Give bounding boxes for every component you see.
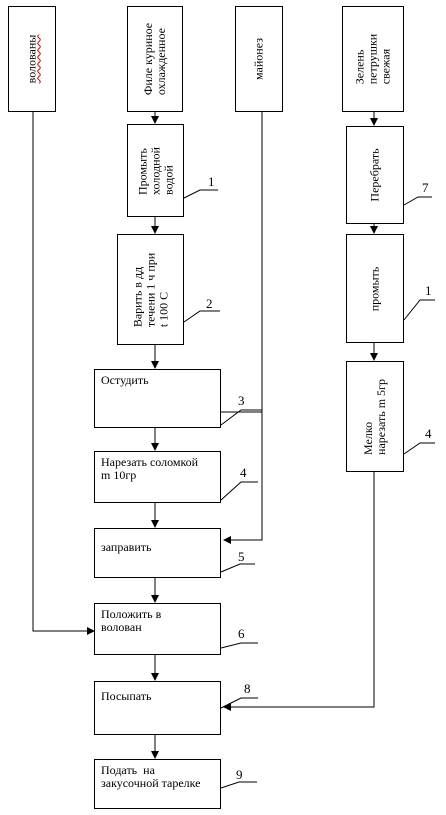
step-number-rinse-cold: 1 — [208, 174, 215, 189]
step-number-rinse-parsley: 1 — [425, 283, 432, 298]
leader-serve — [220, 781, 257, 789]
leader-rinse-parsley — [403, 299, 435, 321]
step-sort: Перебрать — [346, 126, 404, 224]
sprinkle-label: Посыпать — [101, 689, 152, 703]
arrow-chop-to-sprinkle — [223, 472, 375, 711]
parsley-label: Зелень петрушки свежая — [352, 33, 393, 85]
arrow-mayonnaise-to-dress — [223, 112, 263, 544]
sort-label: Перебрать — [367, 148, 382, 202]
step-number-sort: 7 — [422, 180, 429, 195]
vol-au-vent-label: волованы — [24, 34, 39, 84]
leader-chop — [403, 442, 435, 455]
leader-cut — [220, 481, 258, 501]
input-vol-au-vent: волованы — [8, 6, 56, 112]
leader-dress — [220, 563, 255, 573]
dress-label: заправить — [101, 540, 152, 554]
input-chicken-fillet: Филе куриное охлажденное — [127, 6, 183, 112]
step-number-cool: 3 — [238, 393, 245, 408]
step-number-chop: 4 — [425, 426, 432, 441]
place-in-vol-au-vent-label: Положить в волован — [101, 607, 162, 634]
step-rinse-cold-water: Промыть холодной водой — [127, 124, 184, 217]
step-boil: Варить в дд течени 1 ч при t 100 С — [117, 234, 184, 345]
step-number-place: 6 — [238, 626, 245, 641]
rinse-parsley-label: промыть — [367, 266, 382, 311]
step-chop-fine: Мелко нарезать m 5гр — [346, 361, 404, 472]
step-cut-julienne: Нарезать соломкой m 10гр — [94, 451, 221, 503]
arrow-volauvent-to-place — [32, 112, 95, 635]
leader-sprinkle — [220, 697, 258, 709]
step-place-in-vol-au-vent: Положить в волован — [94, 603, 221, 655]
step-number-serve: 9 — [236, 767, 243, 782]
leader-cool — [220, 409, 262, 426]
boil-label: Варить в дд течени 1 ч при t 100 С — [130, 252, 170, 327]
rinse-cold-water-label: Промыть холодной водой — [135, 146, 175, 195]
step-serve: Подать на закусочной тарелке — [94, 759, 221, 809]
chicken-fillet-label: Филе куриное охлажденное — [141, 22, 168, 96]
leader-place — [220, 642, 258, 649]
leader-sort — [403, 196, 432, 206]
input-parsley: Зелень петрушки свежая — [342, 6, 404, 112]
step-number-boil: 2 — [206, 296, 213, 311]
step-sprinkle: Посыпать — [94, 681, 221, 735]
step-cool: Остудить — [94, 369, 221, 428]
serve-label: Подать на закусочной тарелке — [101, 763, 201, 790]
input-mayonnaise: майонез — [235, 6, 283, 112]
leader-boil — [183, 310, 220, 323]
step-number-dress: 5 — [238, 549, 245, 564]
mayonnaise-label: майонез — [251, 38, 266, 80]
step-number-sprinkle: 8 — [244, 681, 251, 696]
step-number-cut: 4 — [240, 465, 247, 480]
chop-fine-label: Мелко нарезать m 5гр — [361, 378, 388, 455]
step-rinse-parsley: промыть — [346, 234, 404, 343]
step-dress: заправить — [94, 528, 221, 578]
cut-julienne-label: Нарезать соломкой m 10гр — [101, 455, 199, 482]
cool-label: Остудить — [101, 373, 149, 387]
leader-rinse-cold — [183, 189, 218, 199]
